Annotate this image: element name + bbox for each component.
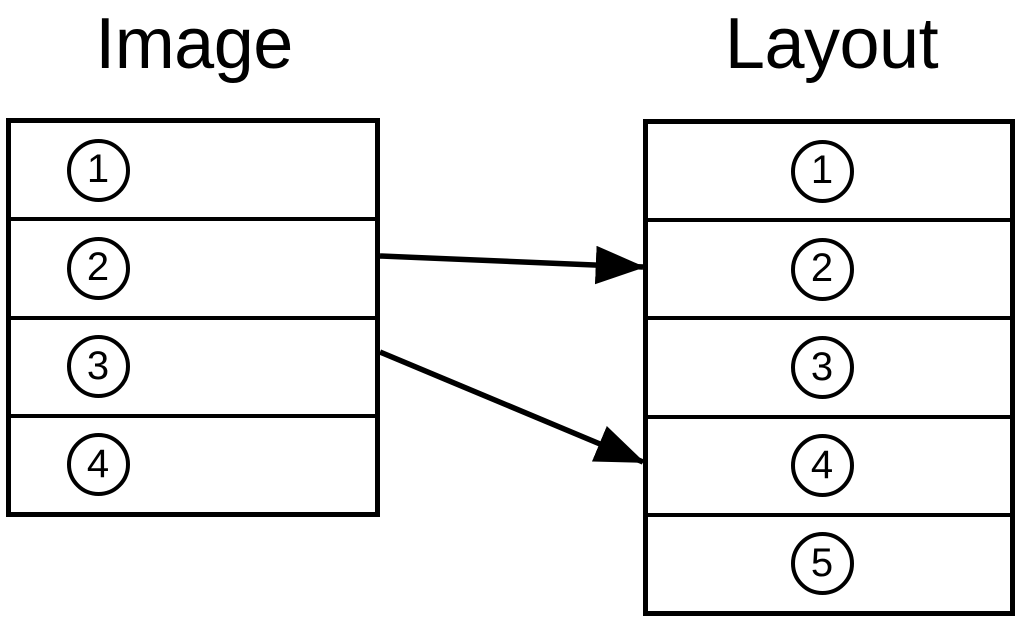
image-row-1[interactable]: 1 <box>11 123 375 222</box>
image-stack: 1 2 3 4 <box>6 118 380 517</box>
image-row-4[interactable]: 4 <box>11 417 375 512</box>
image-row-3-marker: 3 <box>66 335 130 399</box>
layout-row-3[interactable]: 3 <box>648 320 1010 419</box>
layout-panel-title: Layout <box>724 4 939 84</box>
layout-row-2-marker: 2 <box>790 237 854 301</box>
arrow-image2-to-layout2 <box>379 245 646 285</box>
layout-row-4[interactable]: 4 <box>648 418 1010 517</box>
arrow-image3-to-layout4 <box>378 349 646 465</box>
image-row-2[interactable]: 2 <box>11 221 375 320</box>
layout-stack: 1 2 3 4 5 <box>643 119 1015 616</box>
image-row-4-marker: 4 <box>66 433 130 497</box>
layout-row-2[interactable]: 2 <box>648 222 1010 321</box>
layout-row-5[interactable]: 5 <box>648 516 1010 612</box>
layout-row-3-marker: 3 <box>790 336 854 399</box>
image-row-2-marker: 2 <box>66 236 130 300</box>
image-row-1-marker: 1 <box>66 138 130 202</box>
layout-row-1-marker: 1 <box>790 139 854 203</box>
layout-row-1[interactable]: 1 <box>648 124 1010 223</box>
image-row-3[interactable]: 3 <box>11 319 375 418</box>
image-panel-title: Image <box>95 4 293 84</box>
layout-row-5-marker: 5 <box>790 532 854 596</box>
layout-row-4-marker: 4 <box>790 434 854 498</box>
